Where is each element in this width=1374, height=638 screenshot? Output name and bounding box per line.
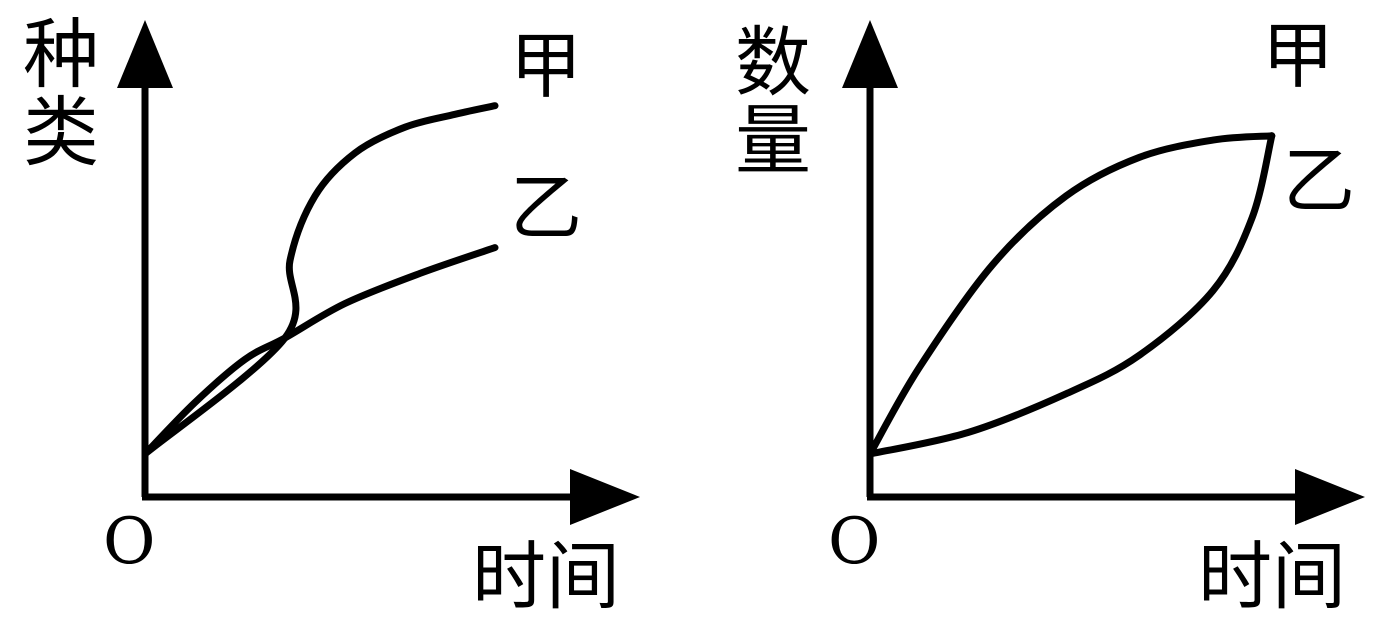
chart1-series-label-jia: 甲 (510, 24, 583, 108)
chart2-y-axis-label: 数量 (722, 22, 811, 178)
chart2-series-label-jia: 甲 (1262, 14, 1335, 98)
chart2-origin-label: O (828, 505, 881, 579)
chart1-y-axis-arrow (117, 20, 173, 88)
chart2-x-axis-label: 时间 (1198, 534, 1346, 620)
chart1-series-line-yi (141, 244, 499, 458)
chart1-series-label-yi: 乙 (510, 166, 583, 250)
chart1-x-axis-arrow (570, 469, 640, 525)
chart2-x-axis-arrow (1295, 469, 1365, 525)
chart2-series-line-jia (866, 132, 1276, 458)
chart1-y-axis-label: 种类 (10, 14, 99, 170)
chart1-series-line-jia (141, 102, 499, 458)
chart2-y-axis-arrow (842, 20, 898, 88)
chart2-series-label-yi: 乙 (1283, 139, 1356, 223)
chart1-origin-label: O (103, 505, 156, 579)
chart2-series-line-yi (866, 132, 1276, 458)
chart1-x-axis-label: 时间 (472, 534, 620, 620)
